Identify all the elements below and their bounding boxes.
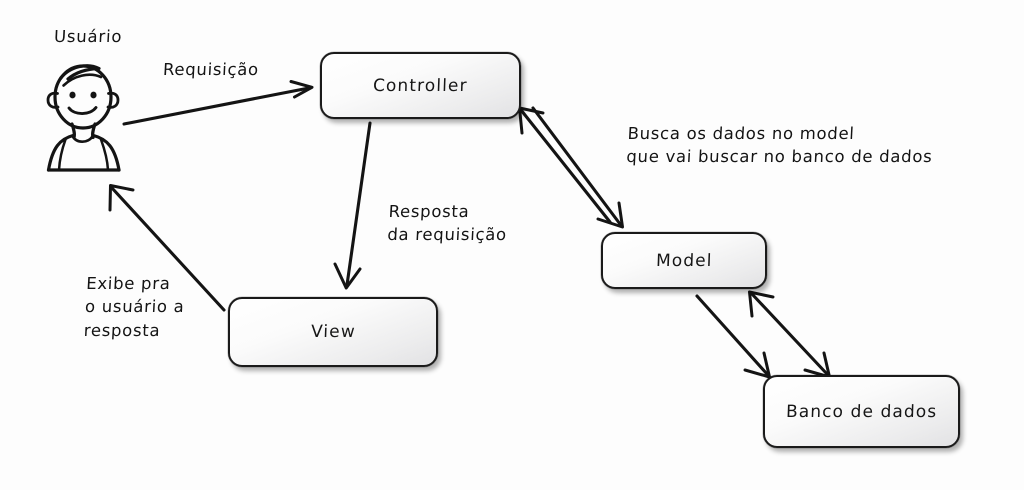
node-database-label: Banco de dados <box>785 401 938 422</box>
edge-label-requisicao-line-1: Requisição <box>162 60 260 79</box>
edge-label-exibe-line-2: o usuário a <box>84 297 185 317</box>
edge-label-exibe: Exibe pra o usuário a resposta <box>83 272 186 342</box>
node-model[interactable]: Model <box>601 232 767 289</box>
node-view[interactable]: View <box>228 297 438 367</box>
edge-label-busca-line-1: Busca os dados no model <box>627 124 856 143</box>
edge-label-resposta-line-2: da requisição <box>386 225 508 245</box>
user-stick-figure-icon <box>46 64 121 172</box>
node-model-label: Model <box>655 250 713 271</box>
edge-label-busca-line-2: que vai buscar no banco de dados <box>625 147 933 167</box>
node-controller[interactable]: Controller <box>320 52 521 119</box>
edge-model-database <box>695 290 831 379</box>
edge-exibe <box>108 184 226 312</box>
edge-label-exibe-line-1: Exibe pra <box>85 274 172 293</box>
edge-busca <box>518 106 624 229</box>
node-controller-label: Controller <box>372 75 469 96</box>
edge-label-resposta: Resposta da requisição <box>387 200 509 247</box>
edge-label-requisicao: Requisição <box>162 58 260 81</box>
edge-requisicao <box>122 80 314 126</box>
edge-label-resposta-line-1: Resposta <box>388 202 470 221</box>
edge-label-busca: Busca os dados no model que vai buscar n… <box>626 122 935 169</box>
node-view-label: View <box>310 322 356 342</box>
node-database[interactable]: Banco de dados <box>763 375 960 448</box>
actor-caption-usuario: Usuário <box>53 27 123 46</box>
edge-label-exibe-line-3: resposta <box>83 320 161 340</box>
edge-resposta <box>333 121 372 290</box>
